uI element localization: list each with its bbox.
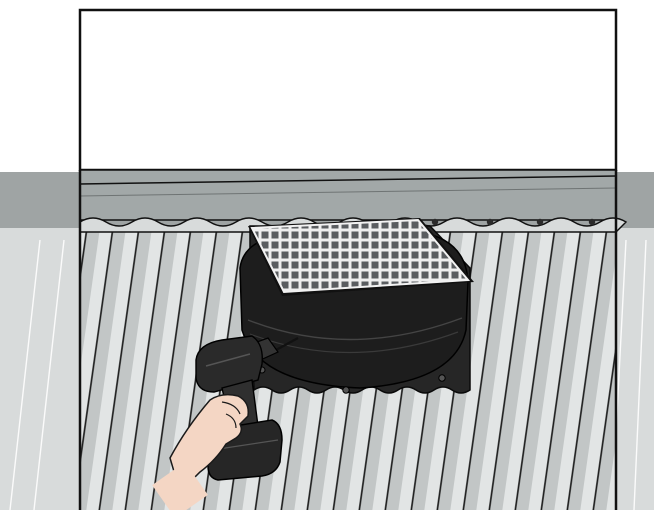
- building-wall: [80, 10, 616, 170]
